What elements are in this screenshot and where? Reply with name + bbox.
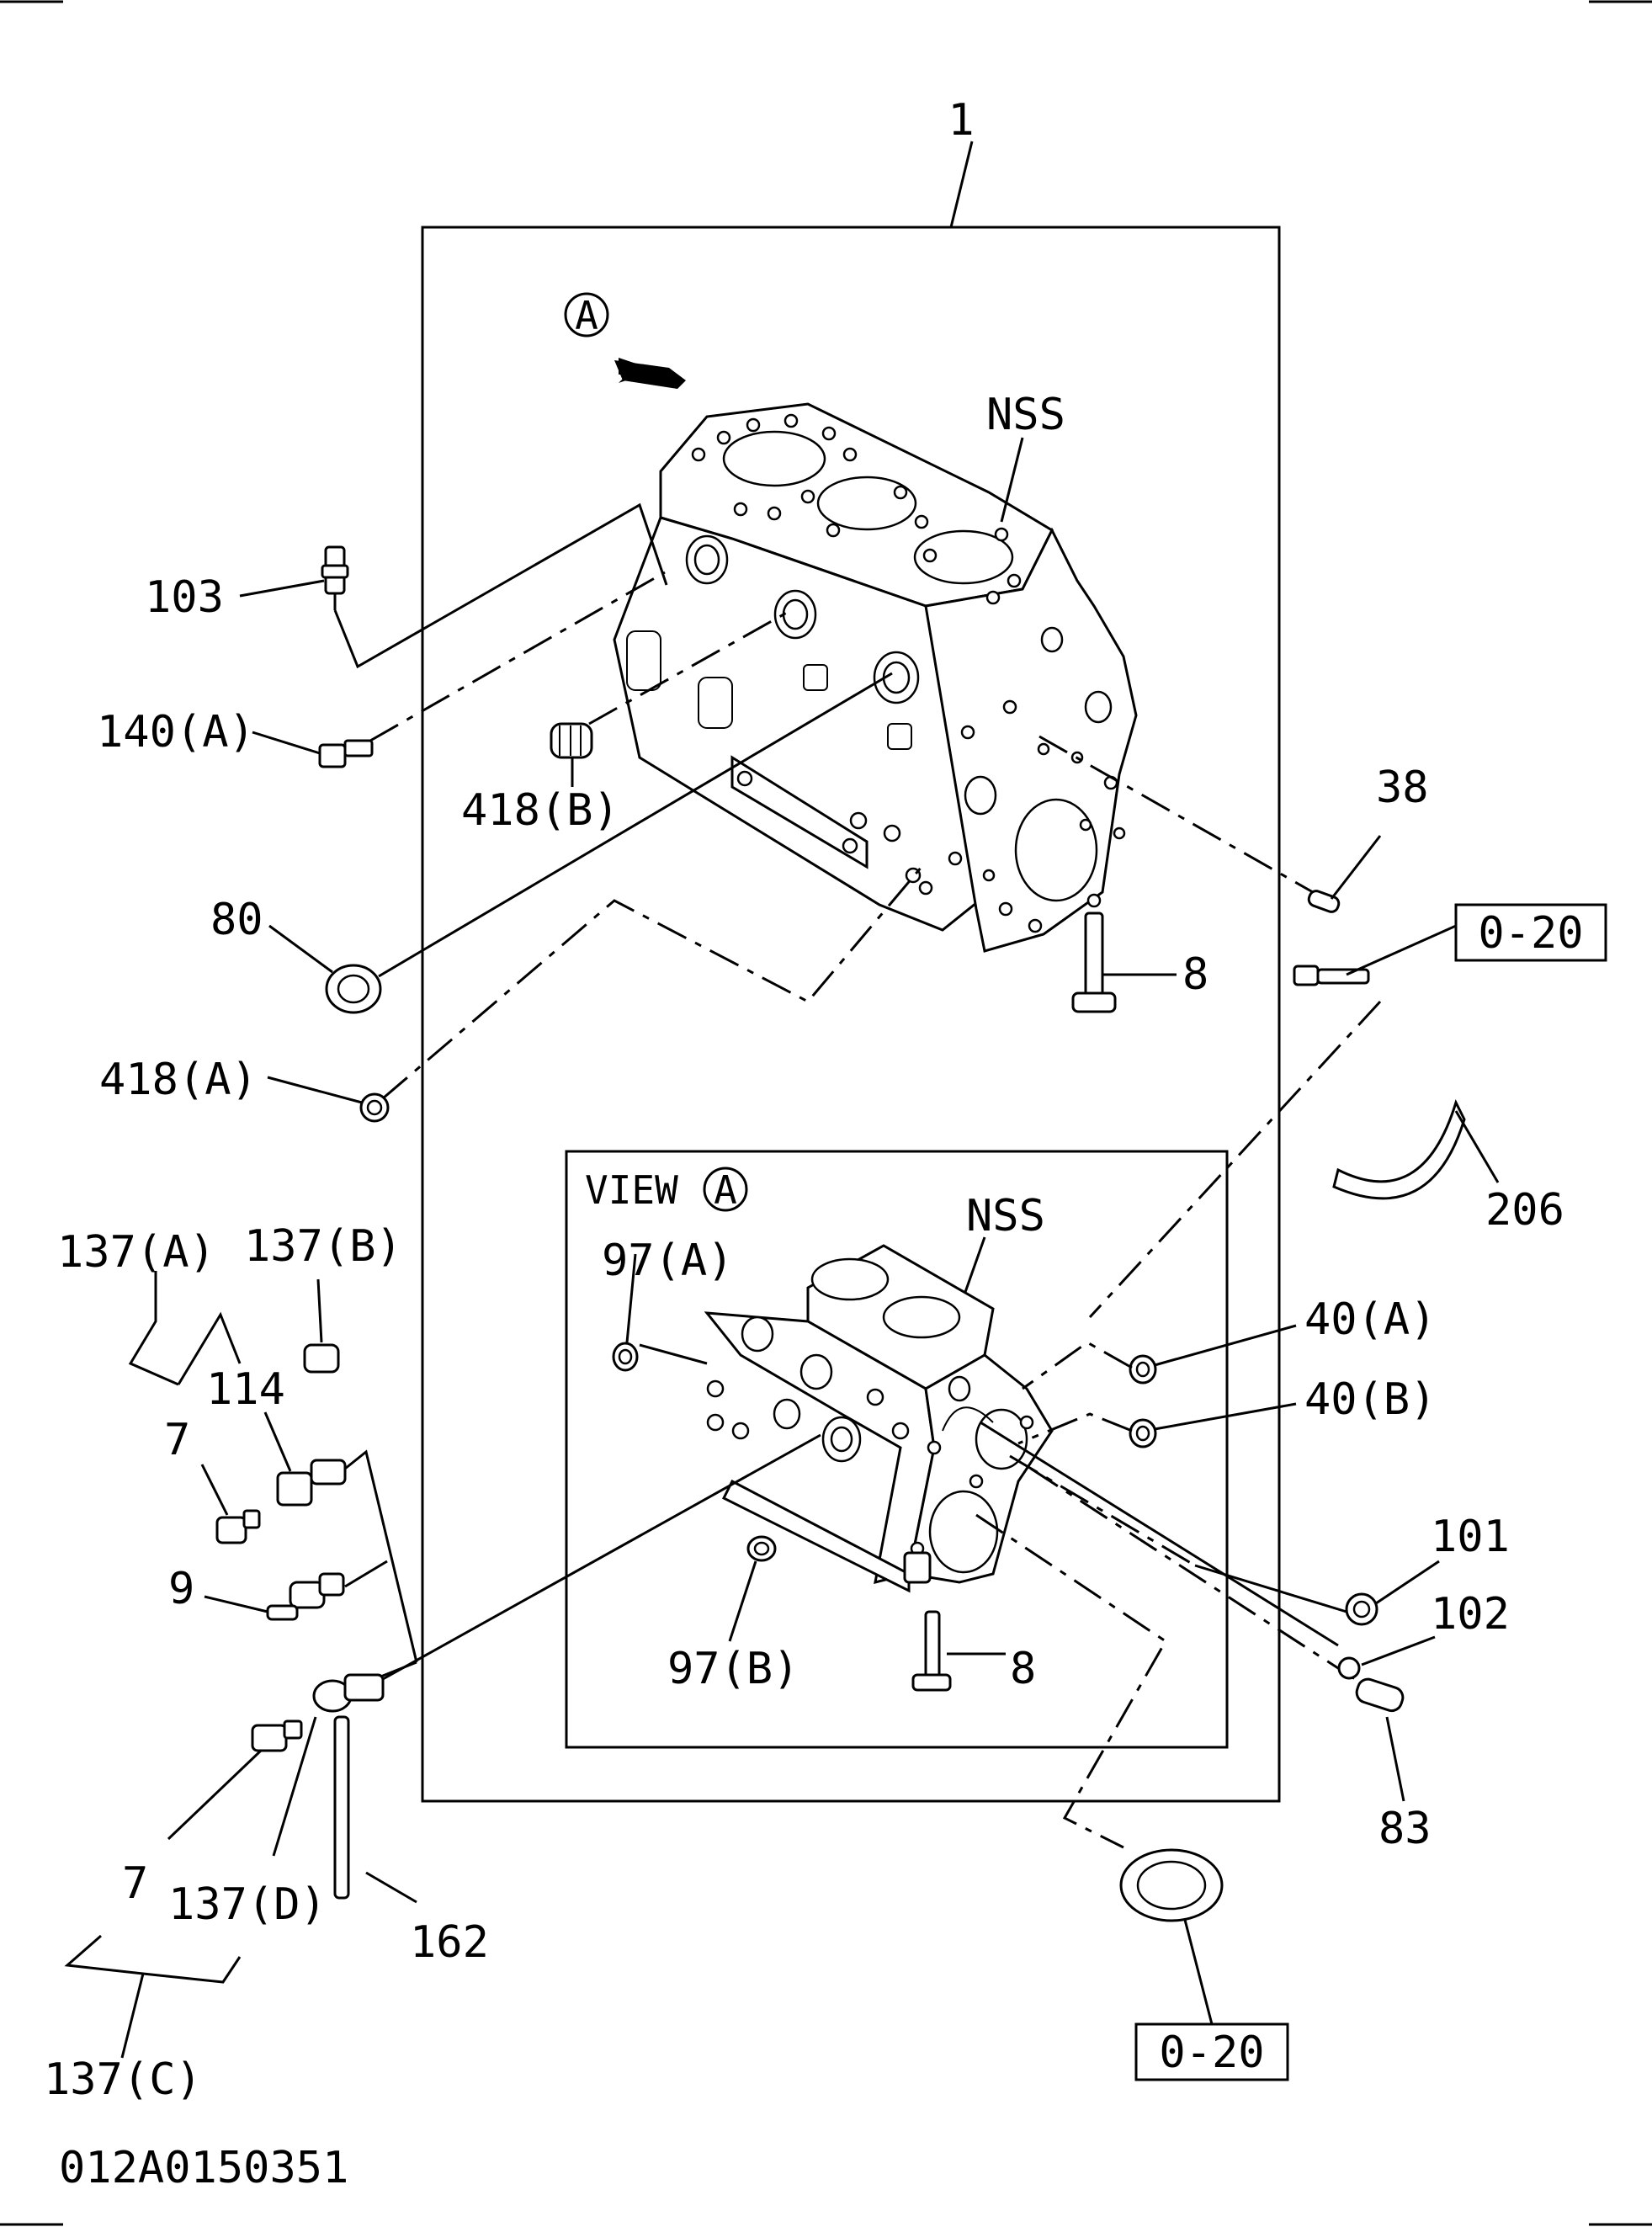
- label-97a: 97(A): [602, 1236, 734, 1286]
- label-9: 9: [168, 1564, 194, 1614]
- part-103-icon: [321, 545, 349, 610]
- leaders-upper: [239, 502, 1500, 1183]
- label-80: 80: [210, 895, 263, 945]
- label-418a: 418(A): [99, 1055, 258, 1105]
- label-137c: 137(C): [44, 2054, 202, 2105]
- label-8-top: 8: [1182, 949, 1208, 1000]
- label-nss-top: NSS: [986, 390, 1065, 440]
- left-parts: [64, 1271, 821, 2059]
- ref-box-0-20-top: [1454, 903, 1607, 962]
- label-206: 206: [1485, 1185, 1564, 1236]
- drawing-reference-code: 012A0150351: [59, 2143, 348, 2193]
- cylinder-block-main: [613, 402, 1138, 953]
- label-8-view: 8: [1010, 1644, 1036, 1694]
- label-ref-0-20-bottom: 0-20: [1159, 2028, 1264, 2078]
- label-7-bottom: 7: [122, 1858, 148, 1909]
- view-a-inset: VIEW A NSS: [565, 1150, 1297, 1749]
- label-137b: 137(B): [244, 1221, 402, 1272]
- part-bolt-0-20-icon: [1293, 965, 1370, 986]
- label-418b: 418(B): [461, 785, 619, 836]
- label-162: 162: [410, 1917, 489, 1968]
- label-114: 114: [206, 1364, 285, 1415]
- label-140a: 140(A): [97, 707, 255, 757]
- part-101-plug-icon: [1345, 1592, 1378, 1626]
- label-nss-view: NSS: [966, 1191, 1045, 1241]
- label-103: 103: [145, 572, 224, 623]
- part-418a-plug-icon: [359, 1092, 390, 1123]
- svg-text:A: A: [575, 293, 598, 338]
- label-102: 102: [1431, 1589, 1510, 1640]
- ref-box-0-20-bottom: [1134, 2022, 1289, 2081]
- part-8-bolt-view-icon: [924, 1610, 941, 1681]
- label-40b: 40(B): [1304, 1374, 1437, 1425]
- label-view: VIEW: [585, 1167, 678, 1213]
- part-418b-plug-icon: [550, 722, 593, 759]
- label-137d: 137(D): [168, 1879, 327, 1930]
- part-80-seal-icon: [325, 964, 382, 1014]
- part-38-pin-icon: [1307, 890, 1341, 913]
- label-83: 83: [1378, 1804, 1432, 1854]
- part-206-thrust-washer-icon: [1332, 1098, 1466, 1200]
- label-137a: 137(A): [57, 1227, 215, 1278]
- part-8-bolt-top-icon: [1071, 912, 1117, 1013]
- svg-text:A: A: [714, 1167, 737, 1213]
- assembly-frame: 1: [421, 95, 1281, 1803]
- label-40a: 40(A): [1304, 1294, 1437, 1345]
- label-101: 101: [1431, 1512, 1510, 1562]
- label-1: 1: [948, 95, 974, 146]
- view-a-marker: A: [564, 292, 686, 389]
- label-97b: 97(B): [667, 1644, 799, 1694]
- part-seal-0-20-icon: [1119, 1848, 1224, 1922]
- label-38: 38: [1376, 763, 1429, 813]
- label-7-top: 7: [164, 1415, 190, 1465]
- part-140a-bolt-icon: [318, 739, 374, 768]
- part-83-pin-icon: [1355, 1677, 1405, 1713]
- label-ref-0-20-top: 0-20: [1478, 908, 1583, 959]
- part-102-plug-icon: [1337, 1656, 1361, 1680]
